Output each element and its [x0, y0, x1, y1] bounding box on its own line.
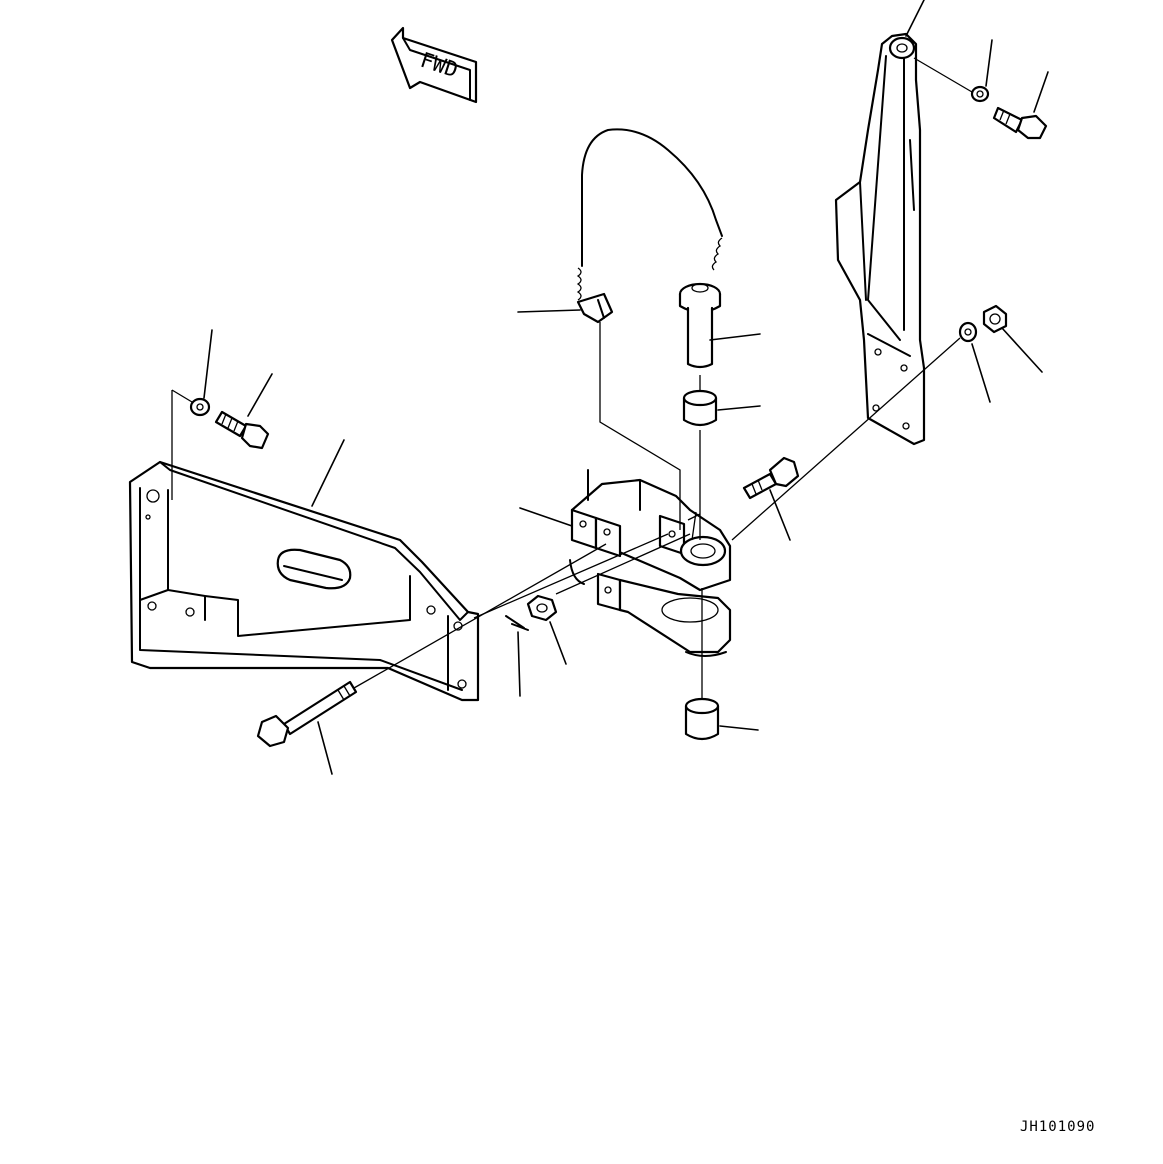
nut-right — [982, 304, 1008, 334]
nut-coupling — [526, 594, 558, 622]
washer-top-right — [970, 85, 990, 103]
upper-right-arm — [834, 32, 926, 446]
washer-right — [958, 321, 978, 343]
cotter-pin — [505, 615, 529, 631]
fwd-arrow-icon: FWD — [390, 26, 478, 104]
drawing-code: JH101090 — [1020, 1119, 1095, 1135]
long-bolt — [256, 680, 358, 748]
bushing-lower — [684, 697, 720, 741]
drawbar-coupling — [569, 469, 732, 657]
hitch-pin — [678, 282, 722, 369]
left-bracket — [128, 460, 480, 702]
retainer-chain — [576, 128, 723, 301]
assembly-lines — [171, 57, 973, 700]
callout-leaders — [203, 0, 1049, 775]
lock-pin — [576, 292, 614, 324]
bolt-top-right — [992, 106, 1048, 140]
bushing-upper — [682, 389, 718, 427]
washer-top-left — [189, 397, 211, 417]
bolt-mid-right — [742, 456, 800, 500]
bolt-top-left — [214, 410, 270, 450]
